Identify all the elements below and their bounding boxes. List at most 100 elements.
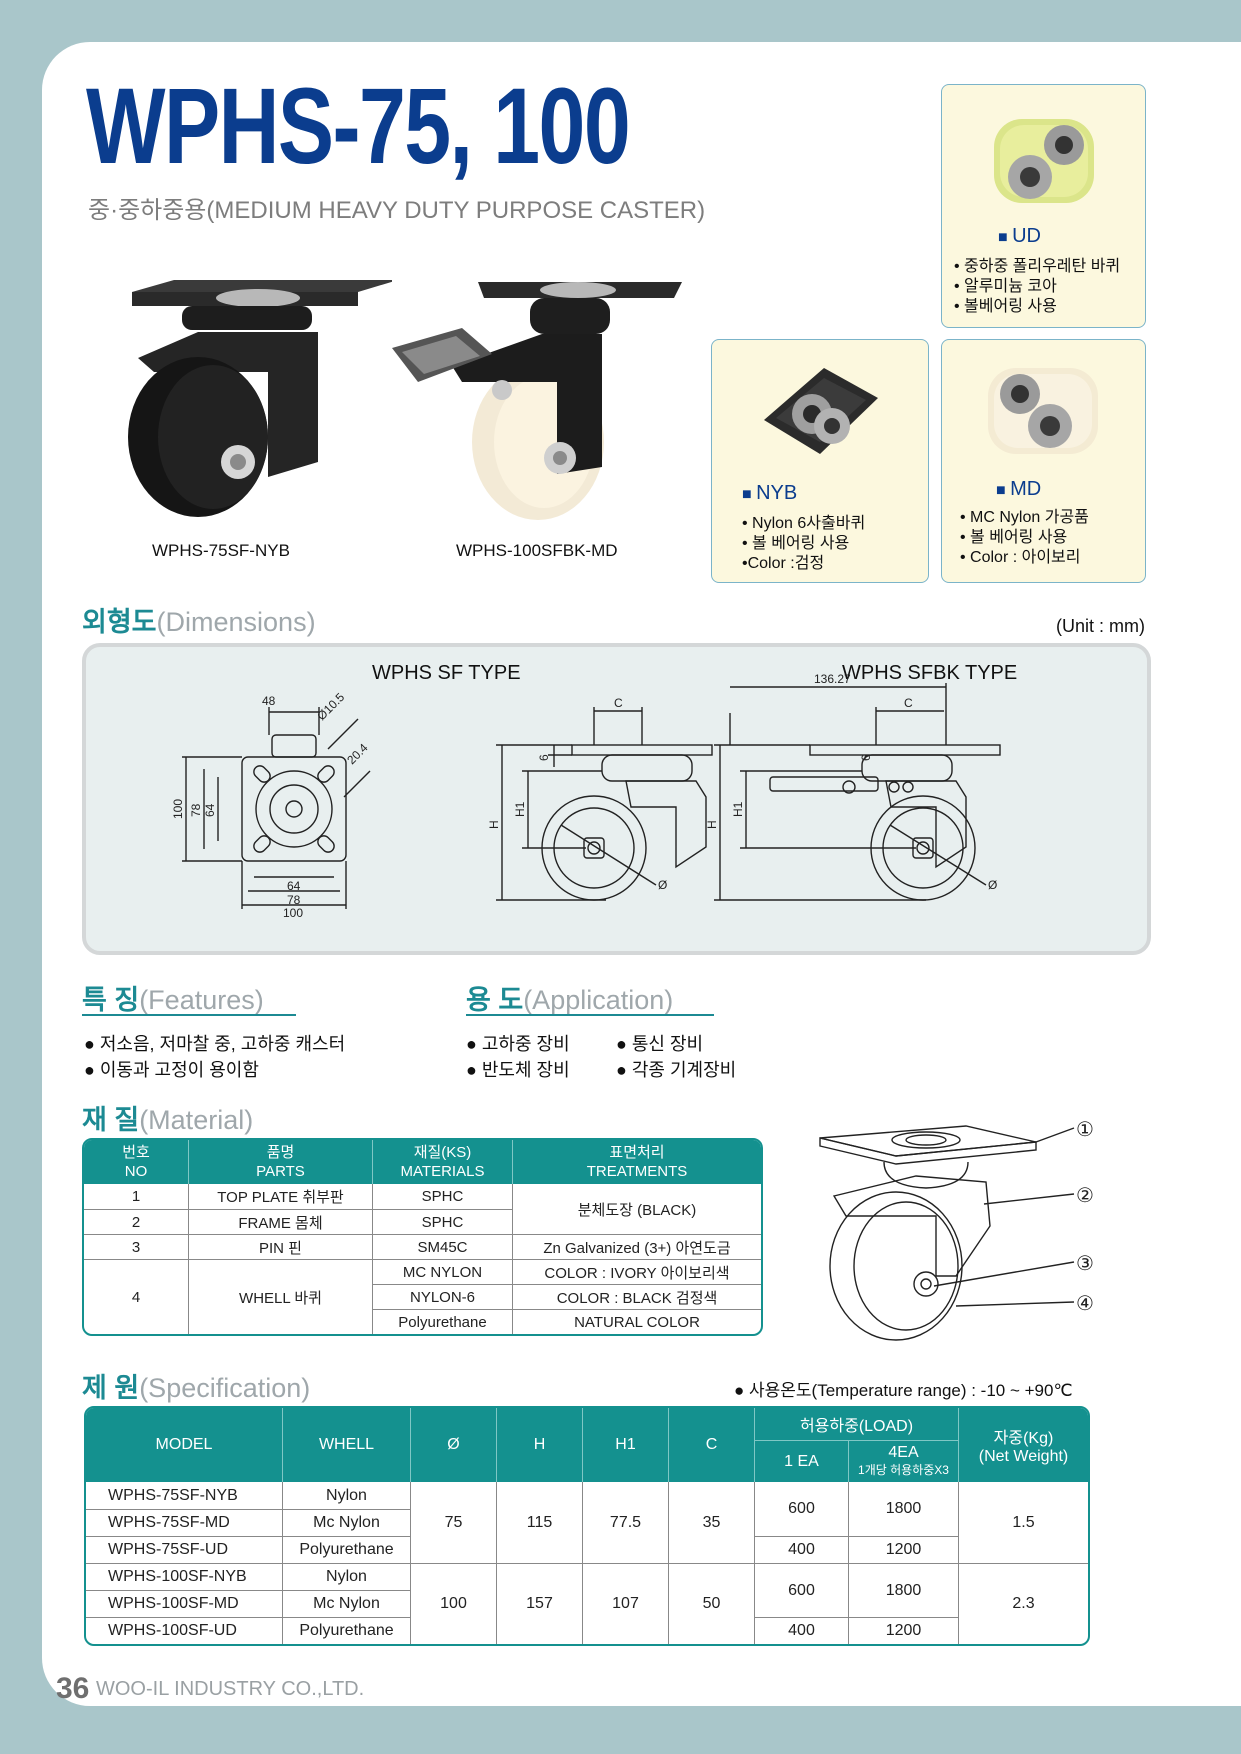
cell-load-4ea: 1200	[848, 1536, 958, 1563]
dim-label: 78	[189, 803, 203, 817]
table-row: NYLON-6 COLOR : BLACK 검정색	[84, 1284, 761, 1309]
dim-label: 48	[262, 694, 276, 708]
col-h: H	[496, 1408, 582, 1482]
table-row: WPHS-100SF-MD Mc Nylon	[86, 1590, 1088, 1617]
dim-label: 78	[287, 893, 301, 907]
col-weight-ko: 자중(Kg)	[993, 1430, 1054, 1447]
table-row: WPHS-75SF-NYB Nylon 75 115 77.5 35 600 1…	[86, 1482, 1088, 1563]
cell-load-1ea: 600	[754, 1482, 848, 1536]
dim-label: 136.27	[814, 672, 851, 686]
sf-type-label: WPHS SF TYPE	[372, 662, 521, 684]
col-weight-en: (Net Weight)	[978, 1448, 1069, 1465]
dim-label: 6	[859, 754, 873, 761]
option-box-nyb: NYB • Nylon 6사출바퀴 • 볼 베어링 사용 •Color :검정	[711, 339, 929, 583]
md-wheel-image	[988, 368, 1098, 454]
cell-no: 3	[84, 1234, 188, 1259]
nyb-list: • Nylon 6사출바퀴 • 볼 베어링 사용 •Color :검정	[742, 514, 865, 574]
cell-part: WHELL 바퀴	[188, 1259, 372, 1334]
nyb-heading: NYB	[742, 482, 797, 505]
application-heading-en: (Application)	[523, 985, 674, 1015]
application-item: ● 각종 기계장비	[616, 1060, 737, 1080]
option-box-md: MD • MC Nylon 가공품 • 볼 베어링 사용 • Color : 아…	[941, 339, 1146, 583]
features-heading-ko: 특 징	[82, 985, 140, 1015]
cell-treat: Zn Galvanized (3+) 아연도금	[512, 1234, 761, 1259]
cell-load-4ea: 1200	[848, 1617, 958, 1644]
cell-treat: 분체도장 (BLACK)	[512, 1184, 761, 1234]
cell-h: 157	[496, 1563, 582, 1644]
cell-load-4ea: 1800	[848, 1482, 958, 1536]
dimension-drawing: 48 Ø10.5 20.4 100 78 64 64 78 100 C H H1…	[171, 672, 1001, 920]
col-model: MODEL	[86, 1408, 282, 1482]
table-row: WPHS-75SF-MD Mc Nylon	[86, 1509, 1088, 1536]
spec-heading-en: (Specification)	[139, 1373, 311, 1403]
features-heading: 특 징(Features)	[82, 978, 264, 1017]
cell-whell: Mc Nylon	[282, 1509, 410, 1536]
table-row: WPHS-100SF-UD Polyurethane 400 1200	[86, 1617, 1088, 1644]
cell-model: WPHS-75SF-NYB	[108, 1486, 238, 1504]
cell-mat: Polyurethane	[372, 1309, 512, 1334]
table-row: 4 WHELL 바퀴 MC NYLON COLOR : IVORY 아이보리색	[84, 1259, 761, 1334]
ud-list: • 중하중 폴리우레탄 바퀴 • 알루미늄 코아 • 볼베어링 사용	[954, 257, 1120, 317]
dim-label: 20.4	[344, 740, 371, 767]
cell-weight: 2.3	[958, 1563, 1088, 1644]
col-parts-en: PARTS	[256, 1163, 305, 1180]
dimensions-heading: 외형도(Dimensions)	[82, 600, 316, 639]
cell-h1: 107	[582, 1563, 668, 1644]
col-no: 번호 NO	[84, 1140, 188, 1184]
dimensions-panel	[82, 643, 1151, 955]
md-list: • MC Nylon 가공품 • 볼 베어링 사용 • Color : 아이보리	[960, 508, 1089, 568]
unit-label: (Unit : mm)	[1056, 616, 1145, 636]
feature-item: ● 저소음, 저마찰 중, 고하중 캐스터	[84, 1034, 346, 1054]
page-title: WPHS-75, 100	[86, 65, 631, 186]
spec-heading-ko: 제 원	[82, 1373, 140, 1403]
col-no-ko: 번호	[122, 1144, 150, 1161]
col-materials-ko: 재질(KS)	[413, 1144, 472, 1161]
cell-c: 50	[668, 1563, 754, 1644]
dimensions-heading-en: (Dimensions)	[156, 607, 316, 637]
cell-treat: NATURAL COLOR	[512, 1309, 761, 1334]
page-number: 36	[56, 1672, 90, 1705]
dim-label: 100	[283, 906, 303, 920]
col-treatments-en: TREATMENTS	[586, 1163, 688, 1180]
col-load-4ea-sub: 1개당 허용하중X3	[858, 1463, 949, 1477]
material-heading-en: (Material)	[139, 1105, 254, 1135]
cell-load-1ea: 400	[754, 1617, 848, 1644]
nyb-line: • Nylon 6사출바퀴	[742, 515, 866, 532]
cell-model: WPHS-100SF-MD	[86, 1590, 282, 1617]
cell-phi: 75	[410, 1482, 496, 1563]
temperature-range: ● 사용온도(Temperature range) : -10 ~ +90℃	[734, 1381, 1073, 1400]
dim-label: Ø	[988, 878, 997, 892]
callout-3: ③	[1076, 1251, 1094, 1275]
md-line: • 볼 베어링 사용	[960, 529, 1068, 546]
cell-no: 1	[131, 1188, 141, 1205]
cell-load-1ea: 400	[754, 1536, 848, 1563]
col-whell: WHELL	[282, 1408, 410, 1482]
cell-whell: Nylon	[282, 1482, 410, 1509]
col-load-1ea: 1 EA	[754, 1440, 848, 1482]
dim-label: C	[614, 696, 623, 710]
cell-mat: SM45C	[372, 1234, 512, 1259]
col-h1: H1	[582, 1408, 668, 1482]
product-photo-nyb	[118, 262, 408, 532]
col-no-en: NO	[124, 1163, 148, 1180]
cell-part: FRAME 몸체	[188, 1209, 372, 1234]
table-row: 1 TOP PLATE 취부판 SPHC 분체도장 (BLACK)	[84, 1184, 761, 1234]
parts-diagram: ① ② ③ ④	[819, 1117, 1094, 1341]
application-heading: 용 도(Application)	[466, 978, 673, 1017]
spec-table: MODEL WHELL Ø H H1 C 허용하중(LOAD) 자중(Kg)(N…	[84, 1406, 1090, 1646]
product-caption-nyb: WPHS-75SF-NYB	[152, 541, 290, 560]
col-load: 허용하중(LOAD)	[754, 1408, 958, 1440]
dim-label: H1	[513, 801, 527, 817]
cell-whell: Mc Nylon	[282, 1590, 410, 1617]
cell-treat: COLOR : BLACK 검정색	[512, 1284, 761, 1309]
cell-part: TOP PLATE 취부판	[188, 1184, 372, 1209]
table-row: 2 FRAME 몸체 SPHC	[84, 1209, 761, 1234]
table-row: Polyurethane NATURAL COLOR	[84, 1309, 761, 1334]
feature-item: ● 이동과 고정이 용이함	[84, 1060, 259, 1080]
ud-heading: UD	[998, 225, 1041, 248]
application-underline	[466, 1014, 714, 1016]
cell-mat: MC NYLON	[372, 1259, 512, 1284]
nyb-line: •Color :검정	[742, 555, 825, 572]
sfbk-type-label: WPHS SFBK TYPE	[842, 662, 1018, 684]
